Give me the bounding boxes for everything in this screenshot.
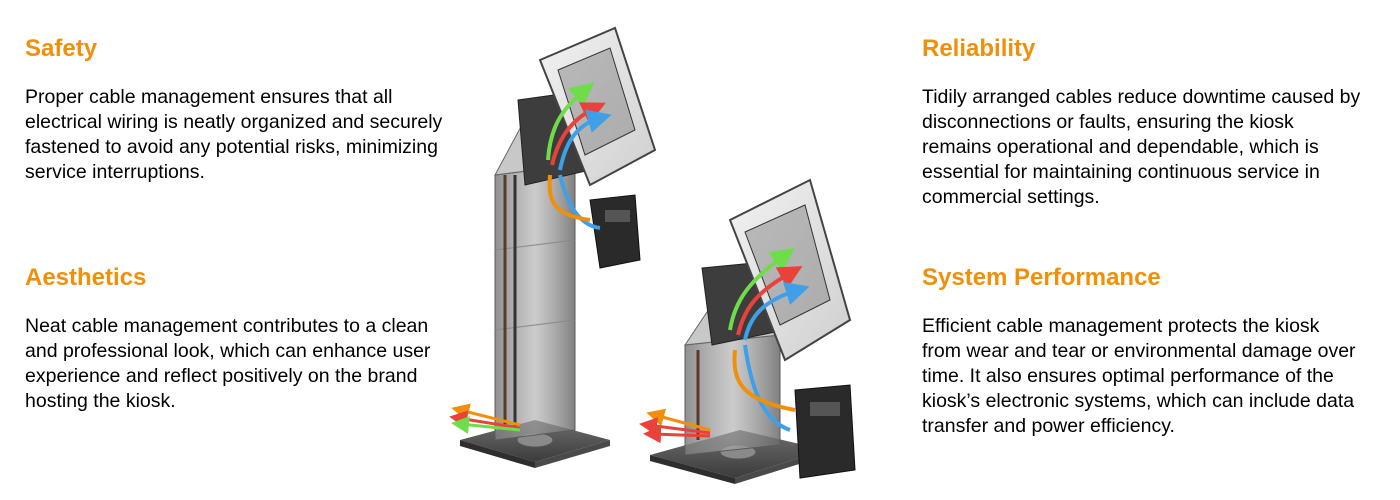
- aesthetics-body: Neat cable management contributes to a c…: [25, 315, 431, 412]
- tall-kiosk: [449, 26, 657, 468]
- tall-kiosk-green-cable: [546, 82, 595, 161]
- performance-body: Efficient cable management protects the …: [922, 315, 1356, 437]
- short-kiosk-printer: [794, 384, 856, 479]
- safety-title: Safety: [25, 35, 98, 62]
- aesthetics-section: Aesthetics Neat cable management contrib…: [25, 264, 445, 414]
- performance-title: System Performance: [922, 264, 1161, 291]
- tall-kiosk-blue-cable: [558, 109, 612, 171]
- tall-kiosk-printer: [589, 194, 641, 269]
- reliability-body: Tidily arranged cables reduce downtime c…: [922, 86, 1361, 208]
- performance-section: System Performance Efficient cable manag…: [922, 264, 1372, 439]
- short-kiosk-blue-cable: [743, 282, 810, 341]
- safety-section: Safety Proper cable management ensures t…: [25, 35, 445, 185]
- tall-kiosk-orange-cable: [547, 174, 591, 222]
- short-kiosk: [639, 178, 856, 484]
- short-kiosk-green-cable: [728, 248, 795, 331]
- short-kiosk-orange-cable: [732, 349, 796, 412]
- safety-body: Proper cable management ensures that all…: [25, 86, 443, 183]
- short-kiosk-red-cable: [736, 266, 803, 336]
- tall-kiosk-pole: [494, 164, 576, 441]
- reliability-section: Reliability Tidily arranged cables reduc…: [922, 35, 1360, 210]
- reliability-title: Reliability: [922, 35, 1036, 62]
- kiosk-illustration: [449, 26, 856, 484]
- aesthetics-title: Aesthetics: [25, 264, 147, 291]
